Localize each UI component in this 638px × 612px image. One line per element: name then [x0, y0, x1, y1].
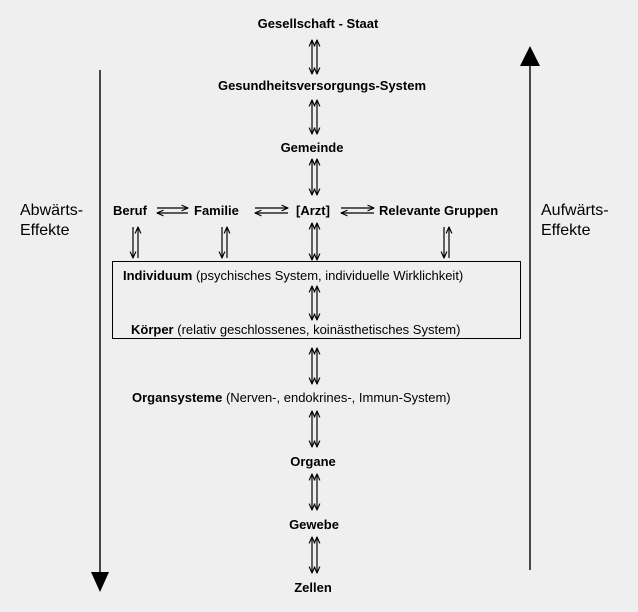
arrow-society-health [312, 40, 317, 74]
arrow-body-organsystems [312, 348, 317, 384]
arrow-doctor-groups [341, 208, 374, 213]
node-society: Gesellschaft - Staat [257, 16, 379, 31]
arrow-job-family [157, 208, 188, 213]
node-tissue: Gewebe [289, 517, 339, 532]
arrow-tissue-cells [312, 537, 317, 573]
arrow-community-doctor [312, 159, 317, 195]
arrow-organs-tissue [312, 474, 317, 510]
horizontal-exchange-arrows [157, 208, 374, 213]
node-health-system: Gesundheitsversorgungs-System [217, 78, 427, 93]
node-doctor: [Arzt] [296, 203, 330, 218]
arrow-health-community [312, 100, 317, 134]
node-organs: Organe [290, 454, 336, 469]
node-family: Familie [194, 203, 239, 218]
arrow-family-individual [222, 227, 227, 258]
node-individual: Individuum (psychisches System, individu… [123, 268, 464, 283]
arrow-doctor-individual [312, 223, 317, 260]
node-job: Beruf [113, 203, 147, 218]
center-double-arrows [312, 40, 317, 573]
node-organ-systems: Organsysteme (Nerven-, endokrines-, Immu… [132, 390, 451, 405]
individual-body-box [112, 261, 521, 339]
arrow-individual-body [312, 286, 317, 320]
arrow-family-doctor [255, 208, 288, 213]
upward-effects-arrow [520, 46, 540, 570]
node-body: Körper (relativ geschlossenes, koinästhe… [131, 322, 461, 337]
downward-effects-arrow [91, 70, 109, 592]
node-cells: Zellen [294, 580, 332, 595]
arrow-groups-individual [444, 227, 449, 258]
node-community: Gemeinde [280, 140, 344, 155]
arrow-job-individual [133, 227, 138, 258]
downward-effects-label: Abwärts- Effekte [20, 202, 84, 239]
node-relevant-groups: Relevante Gruppen [379, 203, 499, 218]
upward-effects-label: Aufwärts- Effekte [541, 202, 609, 239]
arrow-organsystems-organs [312, 411, 317, 447]
vertical-influence-arrows [133, 227, 449, 258]
